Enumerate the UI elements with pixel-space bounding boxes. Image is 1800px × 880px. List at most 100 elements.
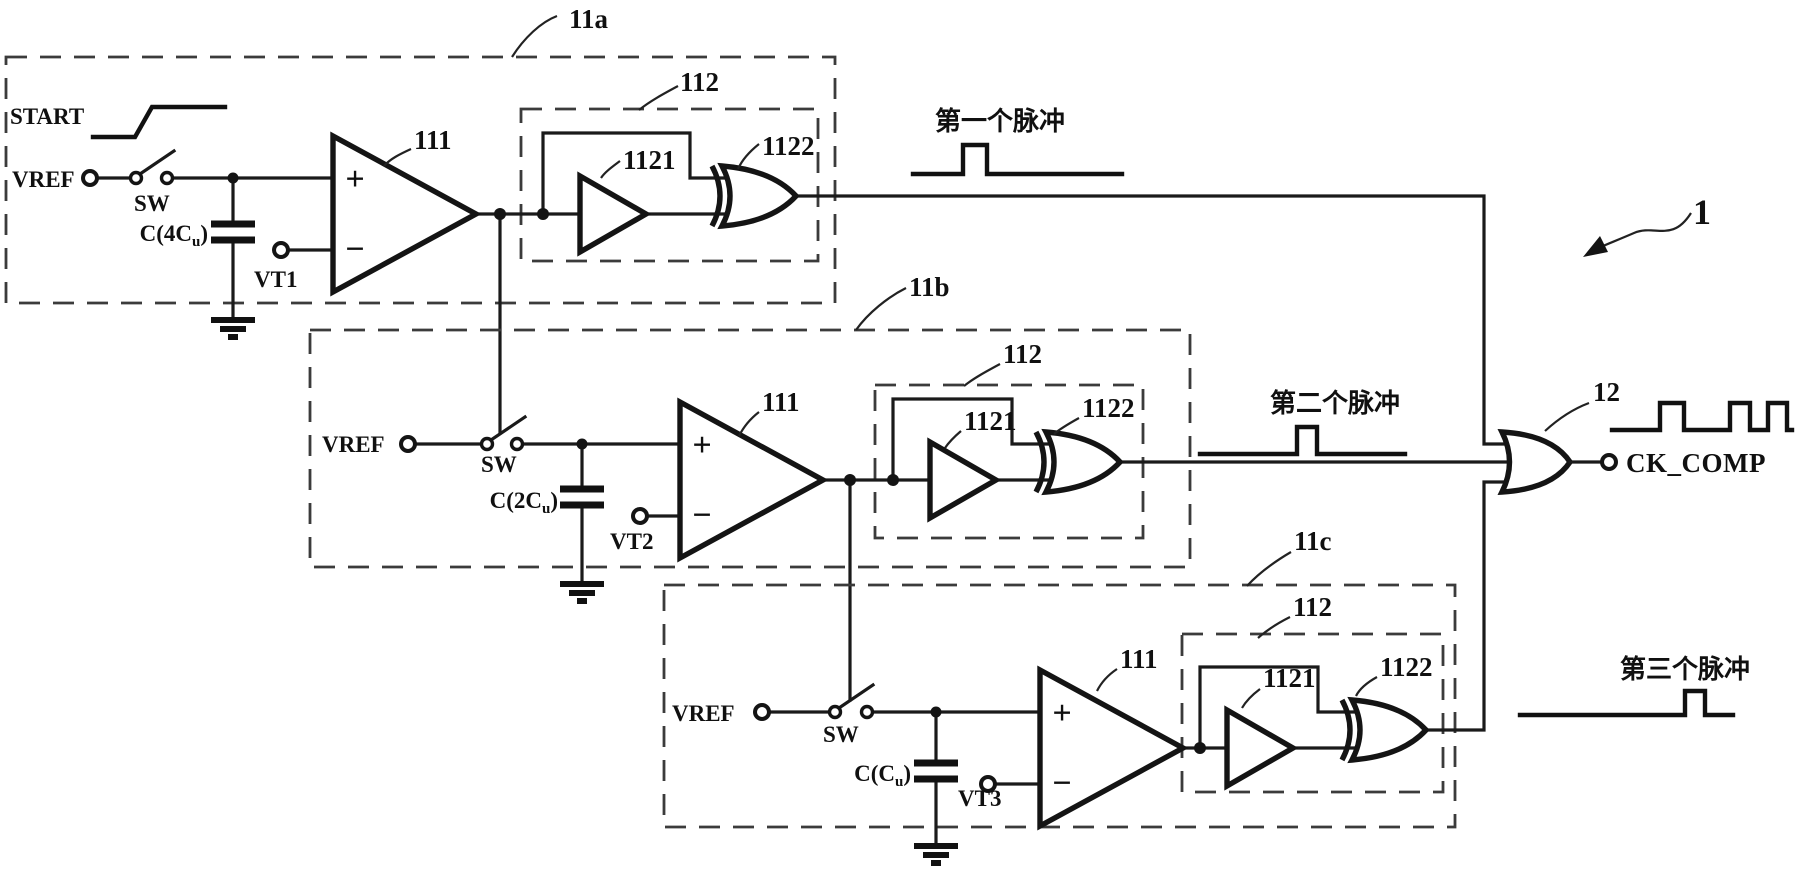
ck-comp-terminal [1600, 453, 1618, 471]
first-pulse-label: 第一个脉冲 [935, 106, 1065, 136]
block-11c-dashed-border [662, 583, 1457, 829]
plus-input-sign: + [692, 427, 711, 464]
or-gate [1502, 432, 1570, 492]
block-ref: 11a [569, 4, 609, 34]
leader-line [600, 160, 621, 179]
switch-label: SW [823, 722, 859, 747]
first-pulse-output-wire [794, 194, 1514, 446]
xor-ref: 1122 [1380, 652, 1433, 682]
comparator-triangle [1040, 670, 1183, 826]
ground-symbol [914, 846, 958, 863]
switch-lever [137, 148, 177, 177]
leader-line [736, 143, 760, 170]
block-11a: START VREF SW C(4Cu) VT1 + − 111 1121 11… [4, 4, 1514, 446]
ground-symbol [211, 320, 255, 337]
capacitor-label: C(4Cu) [140, 221, 208, 250]
leader-line [511, 14, 558, 58]
buffer-ref: 1121 [1263, 663, 1316, 693]
vt3-label: VT3 [958, 786, 1001, 811]
feedback-wire [541, 131, 730, 216]
vt1-terminal [272, 241, 290, 259]
leader-line [1096, 668, 1118, 692]
switch-contact [159, 170, 175, 186]
vref-label: VREF [672, 701, 735, 726]
vref-terminal [753, 703, 771, 721]
block-11b: VREF SW C(2Cu) VT2 + − 111 1121 1122 112… [308, 272, 1526, 702]
comparator-ref: 111 [1120, 644, 1158, 674]
capacitor [211, 224, 255, 240]
buffer-triangle [580, 176, 646, 252]
block-11c: VREF SW C(Cu) VT3 + − 111 1121 1122 112 … [662, 480, 1750, 863]
ck-comp-waveform [1609, 400, 1795, 433]
vref-terminal [81, 169, 99, 187]
leader-line [383, 147, 412, 167]
buffer-ref: 1121 [623, 145, 676, 175]
leader-line [738, 411, 760, 437]
leader-line [1544, 401, 1590, 432]
block-11b-dashed-border [308, 328, 1192, 569]
feedback-wire [891, 397, 1054, 482]
xor-gate [712, 166, 796, 226]
switch-contact [827, 704, 843, 720]
junction-dot [844, 474, 856, 486]
xor-ref: 1122 [762, 131, 815, 161]
buffer-triangle [1227, 710, 1293, 786]
plus-input-sign: + [345, 161, 364, 198]
vref-terminal [399, 435, 417, 453]
third-pulse-label: 第三个脉冲 [1620, 654, 1750, 684]
figure-ref-number: 1 [1693, 192, 1711, 232]
or-gate-ref: 12 [1593, 377, 1620, 407]
xor-gate [1036, 432, 1120, 492]
switch-contact [128, 170, 144, 186]
pulse-gen-ref: 112 [1003, 339, 1042, 369]
capacitor-label: C(2Cu) [490, 488, 558, 517]
switch-label: SW [481, 452, 517, 477]
block-ref: 11c [1294, 526, 1332, 556]
junction-dot [576, 438, 588, 450]
first-pulse-waveform [910, 142, 1125, 177]
leader-line [638, 85, 679, 111]
switch-lever [488, 414, 528, 443]
figure-ref-arrowhead [1583, 236, 1608, 257]
output-or-gate-section: 12 CK_COMP [1502, 377, 1795, 492]
junction-dot [227, 172, 239, 184]
pulse-gen-ref: 112 [1293, 592, 1332, 622]
block-ref: 11b [909, 272, 950, 302]
switch-label: SW [134, 191, 170, 216]
junction-dot [494, 208, 506, 220]
junction-dot [537, 208, 549, 220]
minus-input-sign: − [1052, 765, 1071, 802]
second-pulse-label: 第二个脉冲 [1270, 388, 1400, 418]
minus-input-sign: − [345, 231, 364, 268]
third-pulse-output-wire [1424, 480, 1514, 732]
junction-dot [1194, 742, 1206, 754]
buffer-triangle [930, 442, 996, 518]
ground-symbol [560, 584, 604, 601]
feedback-wire [1198, 665, 1360, 750]
capacitor-label: C(Cu) [854, 761, 911, 790]
leader-line [1053, 417, 1080, 435]
junction-dot [930, 706, 942, 718]
vt2-terminal [631, 507, 649, 525]
switch-lever [836, 682, 876, 711]
pulse-gen-112a-dashed-border [519, 107, 820, 263]
comparator-ref: 111 [762, 387, 800, 417]
comparator-ref: 111 [414, 125, 452, 155]
leader-line [963, 363, 1001, 387]
pulse-gen-112c-dashed-border [1180, 632, 1445, 794]
switch-contact [479, 436, 495, 452]
leader-line [1246, 551, 1292, 587]
start-rising-edge-waveform [90, 104, 228, 140]
second-pulse-waveform [1197, 424, 1408, 457]
capacitor [560, 489, 604, 505]
figure-reference: 1 [1583, 192, 1711, 257]
vt1-label: VT1 [254, 267, 297, 292]
leader-line [1355, 676, 1378, 697]
third-pulse-waveform [1517, 688, 1736, 718]
minus-input-sign: − [692, 497, 711, 534]
buffer-ref: 1121 [964, 406, 1017, 436]
leader-line [1257, 616, 1291, 639]
xor-ref: 1122 [1082, 393, 1135, 423]
